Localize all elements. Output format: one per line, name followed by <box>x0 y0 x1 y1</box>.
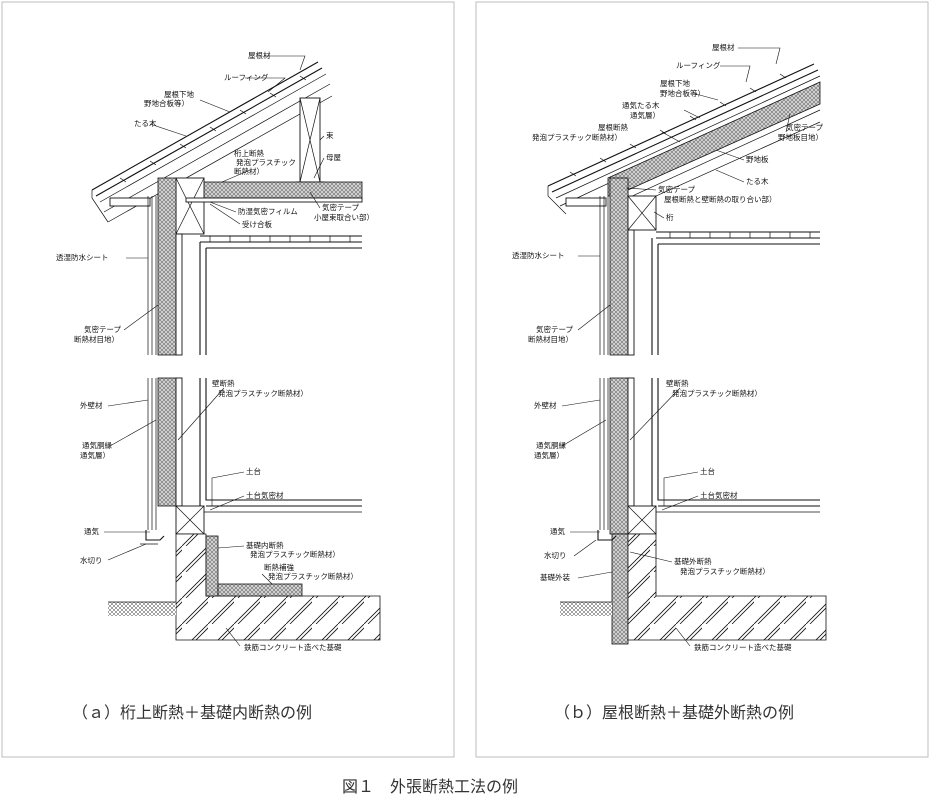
label-a-toshitsu: 透湿防水シート <box>56 252 109 262</box>
label-a-tsuki2: 通気層） <box>80 450 110 460</box>
label-b-yane-shitaji: 屋根下地 <box>660 78 690 88</box>
label-a-dodai-kimitsu: 土台気密材 <box>246 490 284 500</box>
label-a-hokyo2: 発泡プラスチック断熱材） <box>268 571 358 581</box>
label-b-kiso-soto2: 発泡プラスチック断熱材） <box>680 566 770 576</box>
label-a-kimitsu-tape2: 気密テープ <box>84 324 122 334</box>
label-b-toshitsu: 透湿防水シート <box>512 250 565 260</box>
label-a-koyazuka: 小屋束取合い部） <box>314 212 374 222</box>
label-a-kiso-uchi2: 発泡プラスチック断熱材） <box>250 549 340 559</box>
label-b-tsuki2: 通気層） <box>534 450 564 460</box>
caption-panel-a: （ａ）桁上断熱＋基礎内断熱の例 <box>72 703 312 722</box>
label-a-moya: 母屋 <box>326 153 341 162</box>
label-a-yanezai: 屋根材 <box>248 50 271 60</box>
label-a-kiso-uchi1: 基礎内断熱 <box>246 540 284 550</box>
figure-title: 図１ 外張断熱工法の例 <box>342 777 518 796</box>
label-b-kabe2: 発泡プラスチック断熱材） <box>672 388 762 398</box>
label-b-dodai: 土台 <box>700 466 715 476</box>
label-a-taruki: たる木 <box>134 118 157 128</box>
label-a-ukegoban: 受け合板 <box>242 219 272 229</box>
label-b-kimitsu-tape3: 気密テープ <box>536 324 574 334</box>
label-a-kabe1: 壁断熱 <box>212 378 235 388</box>
label-a-danmen-me: 断熱材目地） <box>74 334 119 344</box>
label-a-tsuki1: 通気胴縁 <box>82 440 112 450</box>
panel-b-leaders <box>561 47 791 647</box>
label-a-nojiita: 野地合板等） <box>144 98 189 108</box>
label-b-kiso-soto1: 基礎外断熱 <box>674 556 712 566</box>
panel-a-drawing <box>91 61 381 641</box>
label-a-gaiheki: 外壁材 <box>80 400 103 410</box>
label-a-mizukiri: 水切り <box>80 555 103 565</box>
label-a-tsuki: 通気 <box>84 526 99 536</box>
panel-a-leaders <box>104 55 325 647</box>
panel-b-labels: 屋根材 ルーフィング 屋根下地 野地合板等） 通気たる木 通気層） 屋根断熱 発… <box>512 42 824 652</box>
label-b-yane-dan2: 発泡プラスチック断熱材） <box>532 132 622 142</box>
panel-b-frame <box>475 1 929 758</box>
label-a-kimitsu-tape: 気密テープ <box>322 202 360 212</box>
label-a-yane-shitaji: 屋根下地 <box>164 89 194 99</box>
label-b-taruki: たる木 <box>746 176 769 186</box>
label-b-tsuki: 通気 <box>550 526 565 536</box>
label-a-dodai: 土台 <box>246 466 261 476</box>
label-b-nojiita: 野地合板等） <box>660 88 705 98</box>
label-b-kabe1: 壁断熱 <box>666 378 689 388</box>
label-a-ketaue3: 断熱材） <box>234 166 264 176</box>
label-a-tsuka: 束 <box>326 131 334 140</box>
label-b-kimitsu-tape2: 気密テープ <box>658 184 696 194</box>
panel-b-drawing <box>547 63 827 645</box>
label-b-nojiita2: 野地板 <box>746 154 769 164</box>
panel-a-labels: 屋根材 ルーフィング 屋根下地 野地合板等） たる木 束 母屋 桁上断熱 発泡プ… <box>56 50 374 652</box>
label-b-dodai-kimitsu: 土台気密材 <box>700 490 738 500</box>
label-b-roofing: ルーフィング <box>676 60 721 70</box>
label-a-kabe2: 発泡プラスチック断熱材） <box>218 388 308 398</box>
label-a-ketaue1: 桁上断熱 <box>234 148 264 158</box>
label-a-roofing: ルーフィング <box>224 72 269 82</box>
label-b-nojiita-me: 野地板目地） <box>778 132 823 142</box>
label-a-kiso: 鉄筋コンクリート造べた基礎 <box>244 642 342 652</box>
label-b-tsukisou: 通気層） <box>630 110 660 120</box>
label-b-toriai: 屋根断熱と壁断熱の取り合い部） <box>664 194 777 204</box>
caption-panel-b: （ｂ）屋根断熱＋基礎外断熱の例 <box>554 703 794 722</box>
label-b-kimitsu-tape: 気密テープ <box>786 122 824 132</box>
label-b-mizukiri: 水切り <box>544 550 567 560</box>
panel-a-frame <box>1 1 455 758</box>
label-b-yane-dan1: 屋根断熱 <box>598 122 628 132</box>
label-b-yanezai: 屋根材 <box>712 42 735 52</box>
label-b-gaiheki: 外壁材 <box>534 400 557 410</box>
label-a-boshitsu: 防湿気密フィルム <box>238 206 298 216</box>
label-b-danmen-me: 断熱材目地） <box>528 334 573 344</box>
label-a-ketaue2: 発泡プラスチック <box>236 157 296 167</box>
label-a-hokyo1: 断熱補強 <box>264 562 294 572</box>
label-b-keta: 桁 <box>666 212 674 222</box>
label-b-tsuki-taruki: 通気たる木 <box>622 100 660 110</box>
label-b-kiso: 鉄筋コンクリート造べた基礎 <box>694 642 792 652</box>
label-b-tsuki1: 通気胴縁 <box>536 440 566 450</box>
label-b-kiso-gaisou: 基礎外装 <box>540 572 570 582</box>
